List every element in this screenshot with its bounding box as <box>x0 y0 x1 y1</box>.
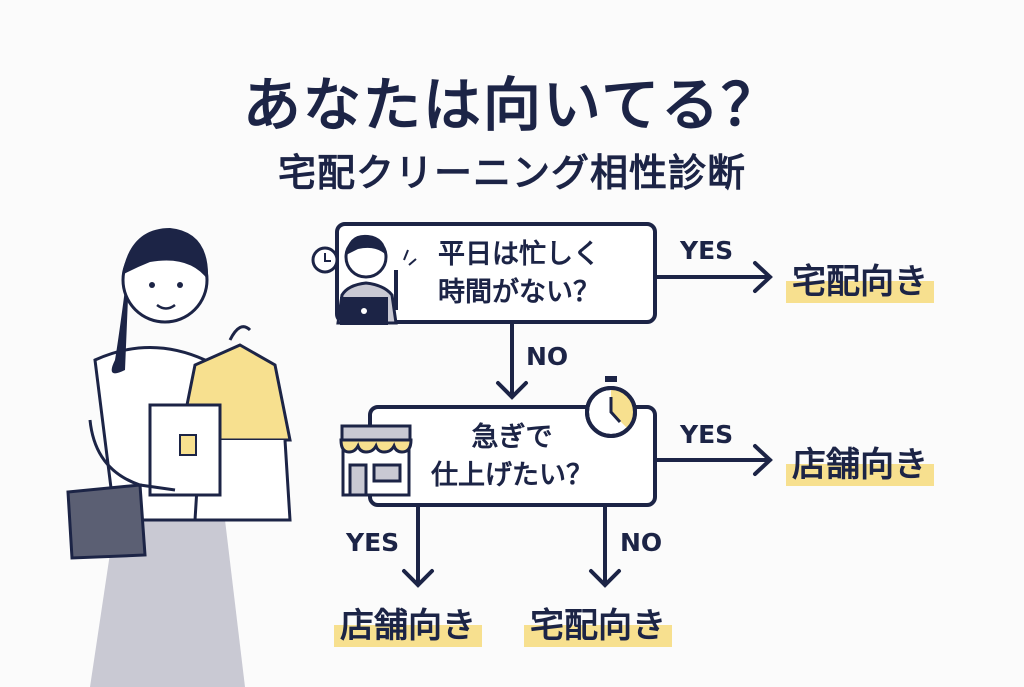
result-q2-no: 宅配向き <box>524 598 672 647</box>
question-2-line-1: 急ぎで <box>471 422 553 453</box>
q2-yes-down-label: YES <box>346 528 400 557</box>
question-box-2: 急ぎで 仕上げたい？ <box>368 405 657 507</box>
q1-yes-label: YES <box>680 236 734 265</box>
q2-no-label: NO <box>620 528 663 557</box>
result-q1-yes: 宅配向き <box>786 254 934 303</box>
busy-worker-icon <box>311 234 417 325</box>
q1-no-label: NO <box>526 342 569 371</box>
page-title: あなたは向いてる？ <box>242 71 782 139</box>
question-1-line-2: 時間がない？ <box>438 277 600 308</box>
stopwatch-icon <box>585 376 637 438</box>
result-q2-yes-down: 店舗向き <box>334 598 482 647</box>
q2-yes-right-label: YES <box>680 420 734 449</box>
question-1-line-1: 平日は忙しく <box>438 239 600 270</box>
page-subtitle: 宅配クリーニング相性診断 <box>277 151 746 195</box>
result-q2-yes-right: 店舗向き <box>786 437 934 486</box>
store-icon <box>339 424 413 497</box>
question-2-line-2: 仕上げたい？ <box>431 460 593 491</box>
